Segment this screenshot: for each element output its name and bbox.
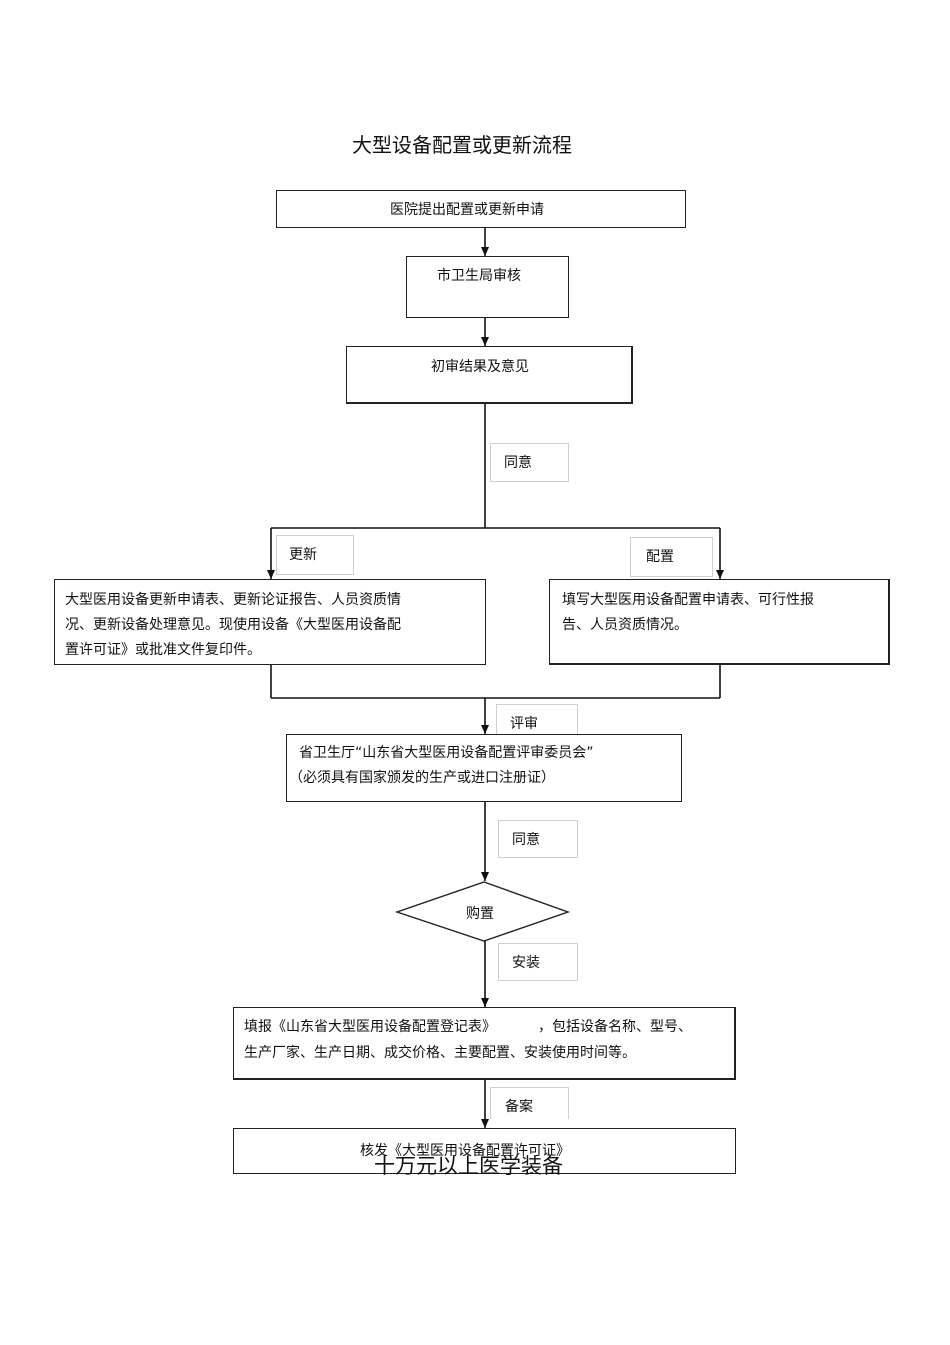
label-agree-1: 同意: [490, 443, 569, 482]
update-docs-line-3: 置许可证》或批准文件复印件。: [65, 642, 261, 658]
step-city-review-box: 市卫生局审核: [406, 256, 569, 318]
overlay-caption: 十万元以上医学装备: [374, 1154, 563, 1178]
register-form-box: 填报《山东省大型医用设备配置登记表》 ，包括设备名称、型号、 生产厂家、生产日期…: [233, 1007, 736, 1080]
license-box: 核发《大型医用设备配置许可证》: [233, 1128, 736, 1174]
update-documents-box: 大型医用设备更新申请表、更新论证报告、人员资质情 况、更新设备处理意见。现使用设…: [54, 579, 486, 665]
purchase-text: 购置: [466, 906, 494, 922]
label-agree-2: 同意: [498, 820, 578, 858]
register-line-1b: ，包括设备名称、型号、: [538, 1019, 692, 1035]
step-initial-result-text: 初审结果及意见: [431, 359, 529, 375]
label-configure: 配置: [630, 537, 713, 577]
province-line-1: 省卫生厅“山东省大型医用设备配置评审委员会”: [299, 745, 594, 761]
update-docs-line-1: 大型医用设备更新申请表、更新论证报告、人员资质情: [65, 592, 401, 608]
config-documents-box: 填写大型医用设备配置申请表、可行性报 告、人员资质情况。: [549, 579, 890, 665]
page-title: 大型设备配置或更新流程: [352, 133, 572, 157]
step-apply-box: 医院提出配置或更新申请: [276, 190, 686, 228]
label-install: 安装: [498, 943, 578, 981]
label-record: 备案: [490, 1087, 569, 1119]
config-docs-line-1: 填写大型医用设备配置申请表、可行性报: [562, 592, 814, 608]
step-apply-text: 医院提出配置或更新申请: [390, 202, 544, 218]
province-committee-box: 省卫生厅“山东省大型医用设备配置评审委员会” （必须具有国家颁发的生产或进口注册…: [286, 734, 682, 802]
register-line-1a: 填报《山东省大型医用设备配置登记表》: [244, 1019, 496, 1035]
label-review: 评审: [496, 704, 578, 736]
label-update: 更新: [276, 535, 354, 575]
license-text: 核发《大型医用设备配置许可证》: [360, 1143, 570, 1159]
update-docs-line-2: 况、更新设备处理意见。现使用设备《大型医用设备配: [65, 617, 401, 633]
purchase-diamond: [394, 881, 571, 942]
province-line-2: （必须具有国家颁发的生产或进口注册证）: [289, 770, 555, 786]
register-line-2: 生产厂家、生产日期、成交价格、主要配置、安装使用时间等。: [244, 1045, 636, 1061]
step-city-review-text: 市卫生局审核: [437, 268, 521, 284]
config-docs-line-2: 告、人员资质情况。: [562, 617, 688, 633]
step-initial-result-box: 初审结果及意见: [346, 346, 633, 404]
